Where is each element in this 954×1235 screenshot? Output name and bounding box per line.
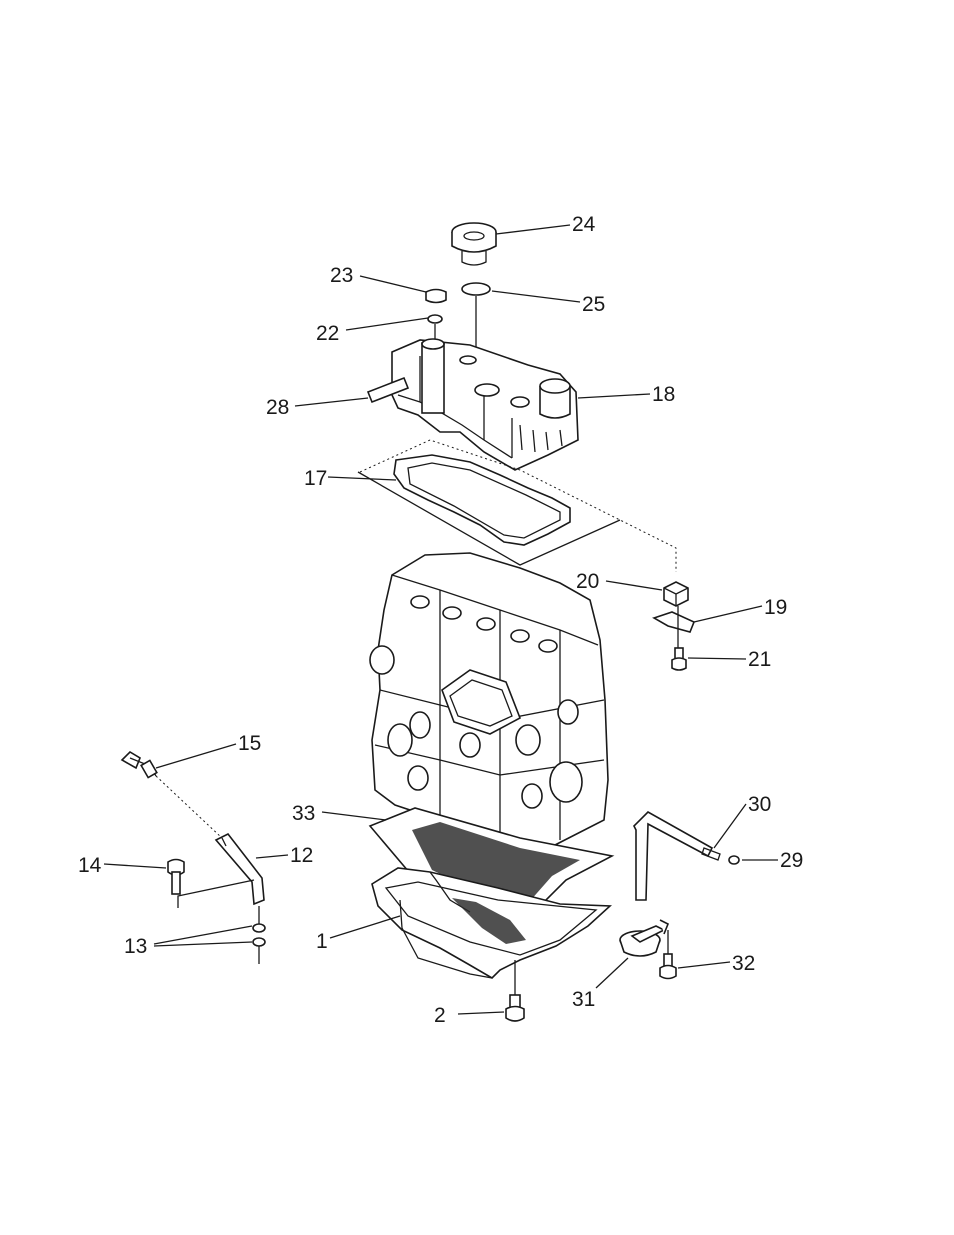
callout-2: 2: [434, 1004, 446, 1027]
washer-upper: [253, 924, 265, 932]
callout-29: 29: [780, 849, 803, 872]
callout-24: 24: [572, 213, 596, 236]
plate-bolt: [672, 648, 686, 670]
valve-cover: [392, 339, 578, 470]
strainer-bolt: [660, 954, 676, 979]
cover-nut: [426, 290, 446, 303]
callout-33: 33: [292, 802, 315, 825]
hose-clip: [729, 856, 739, 864]
callout-31: 31: [572, 988, 595, 1011]
callout-12: 12: [290, 844, 313, 867]
callout-30: 30: [748, 793, 771, 816]
oil-filler-cap: [452, 223, 496, 265]
callout-15: 15: [238, 732, 261, 755]
callout-14: 14: [78, 854, 102, 877]
callout-22: 22: [316, 322, 339, 345]
dipstick-guide-tube: [178, 834, 264, 908]
callout-1: 1: [316, 930, 328, 953]
callout-19: 19: [764, 596, 787, 619]
callout-18: 18: [652, 383, 675, 406]
dipstick: [122, 752, 222, 838]
cover-gasket: [394, 455, 570, 545]
callout-25: 25: [582, 293, 605, 316]
washer-lower: [253, 938, 265, 946]
oil-hose: [634, 812, 712, 900]
filler-cap-o-ring: [462, 283, 490, 295]
callout-32: 32: [732, 952, 755, 975]
oil-strainer: [620, 920, 668, 956]
guide-tube-bolt: [168, 860, 184, 895]
callout-21: 21: [748, 648, 771, 671]
cover-washer: [428, 315, 442, 323]
oil-pan-bolt: [506, 960, 524, 1021]
callout-20: 20: [576, 570, 599, 593]
cover-plate: [654, 612, 694, 632]
callout-23: 23: [330, 264, 353, 287]
callout-13: 13: [124, 935, 147, 958]
callout-17: 17: [304, 467, 327, 490]
callout-28: 28: [266, 396, 289, 419]
